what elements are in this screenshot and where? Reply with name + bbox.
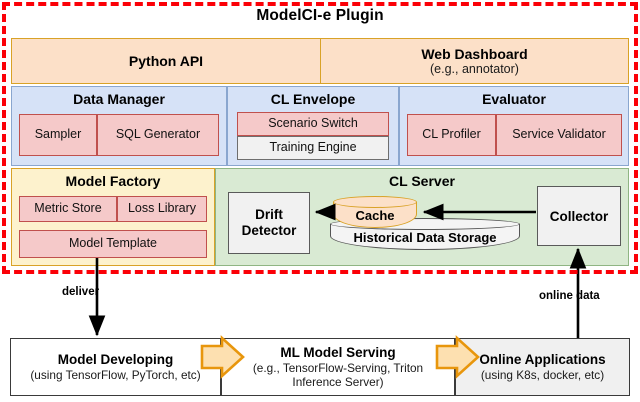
plugin-title: ModelCI-e Plugin <box>256 7 384 24</box>
model-template-box[interactable]: Model Template <box>19 230 207 258</box>
online-applications-subtitle: (using K8s, docker, etc) <box>480 367 605 382</box>
ml-model-serving-box[interactable]: ML Model Serving (e.g., TensorFlow-Servi… <box>221 338 455 396</box>
drift-detector-box[interactable]: Drift Detector <box>228 192 310 254</box>
cl-profiler-box[interactable]: CL Profiler <box>407 114 496 156</box>
training-engine-box[interactable]: Training Engine <box>237 136 389 160</box>
model-developing-subtitle: (using TensorFlow, PyTorch, etc) <box>30 367 201 382</box>
historical-storage-label: Historical Data Storage <box>353 230 497 245</box>
data-manager-title: Data Manager <box>73 91 165 107</box>
python-api-title: Python API <box>128 52 204 69</box>
sampler-box[interactable]: Sampler <box>19 114 97 156</box>
loss-library-box[interactable]: Loss Library <box>117 196 207 222</box>
online-applications-box[interactable]: Online Applications (using K8s, docker, … <box>455 338 630 396</box>
cl-server-title: CL Server <box>389 173 455 189</box>
model-developing-title: Model Developing <box>57 351 174 367</box>
web-dashboard-block[interactable]: Web Dashboard (e.g., annotator) <box>320 38 629 84</box>
sql-generator-box[interactable]: SQL Generator <box>97 114 219 156</box>
service-validator-box[interactable]: Service Validator <box>496 114 622 156</box>
drift-detector-line2: Detector <box>241 223 297 238</box>
collector-box[interactable]: Collector <box>537 186 621 246</box>
evaluator-title: Evaluator <box>482 91 546 107</box>
cache-top <box>333 196 417 208</box>
web-dashboard-subtitle: (e.g., annotator) <box>430 61 519 76</box>
ml-model-serving-subtitle-2: Inference Server) <box>292 375 384 390</box>
web-dashboard-title: Web Dashboard <box>421 45 528 62</box>
online-applications-title: Online Applications <box>479 351 606 367</box>
model-factory-title: Model Factory <box>65 173 161 189</box>
ml-model-serving-subtitle-1: (e.g., TensorFlow-Serving, Triton <box>252 360 424 375</box>
drift-detector-line1: Drift <box>255 207 283 223</box>
python-api-block[interactable]: Python API <box>11 38 321 84</box>
cache-label: Cache <box>355 208 395 223</box>
cache-cylinder[interactable]: Cache <box>333 196 417 230</box>
deliver-edge-label: deliver <box>62 286 100 298</box>
ml-model-serving-title: ML Model Serving <box>280 344 396 360</box>
metric-store-box[interactable]: Metric Store <box>19 196 117 222</box>
scenario-switch-box[interactable]: Scenario Switch <box>237 112 389 136</box>
model-developing-box[interactable]: Model Developing (using TensorFlow, PyTo… <box>10 338 221 396</box>
online-data-edge-label: online data <box>539 290 600 302</box>
cl-envelope-title: CL Envelope <box>270 91 356 107</box>
